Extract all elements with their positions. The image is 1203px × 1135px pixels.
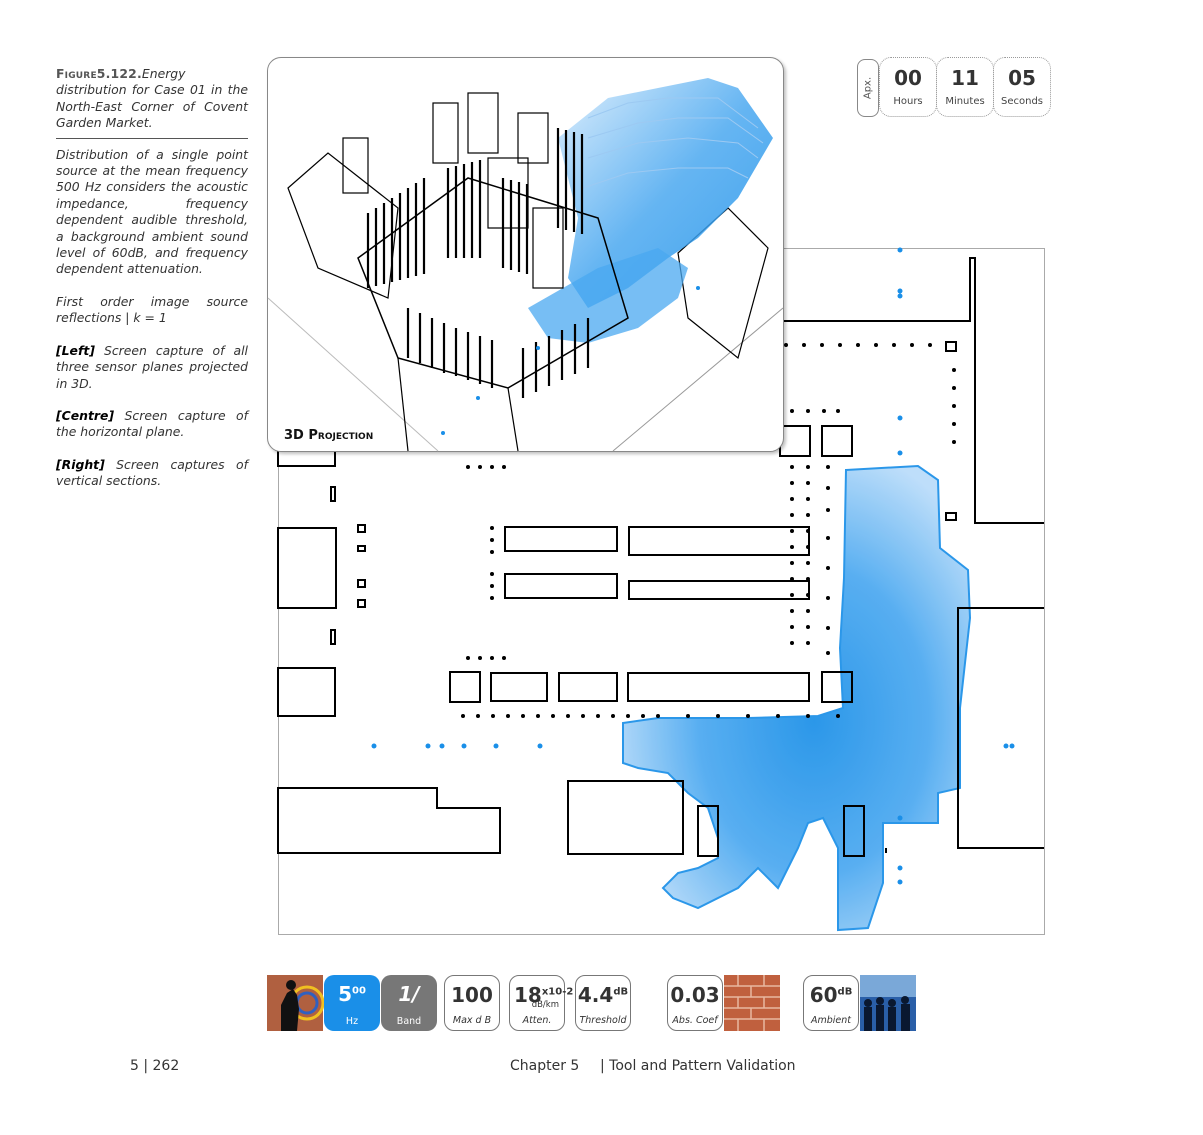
attenuation-value: 18 [514,983,542,1007]
frequency-unit: Hz [345,1016,359,1027]
hall-6 [558,672,618,702]
absorption-tile: 0.03 Abs. Coef [667,975,723,1031]
north-east-building [278,257,1044,524]
ambient-tile: 60dB Ambient [803,975,859,1031]
figure-caption-text: Energy distribution for Case 01 in the N… [56,66,248,131]
hours-unit: Hours [893,96,923,107]
figure-sidebar: Figure5.122.Energy distribution for Case… [56,66,248,506]
projection-inset: 3D Projection [267,57,784,452]
seconds-unit: Seconds [1000,96,1043,107]
threshold-unit: Threshold [579,1015,627,1026]
hall-corner-se [821,671,853,703]
brick-icon [724,975,780,1031]
attenuation-sub: dB/km [531,1000,559,1010]
max-db-unit: Max d B [452,1015,492,1026]
projection-label: 3D Projection [284,428,374,443]
hall-7 [627,672,810,702]
threshold-value: 4.4 [577,983,614,1007]
centre-text: Screen capture of the horizontal plane. [56,407,248,440]
minutes-unit: Minutes [945,96,985,107]
right-text: Screen captures of vertical sections. [56,456,248,489]
centre-note: [Centre] Screen capture of the horizonta… [56,408,248,441]
column-dots [461,343,956,718]
attenuation-sup: x10-2 [541,986,574,998]
absorption-value: 0.03 [670,983,720,1007]
ambient-value: 60 [809,983,838,1007]
threshold-tile: 4.4dB Threshold [575,975,631,1031]
approx-label: Apx. [857,59,879,117]
fence-bars [366,128,590,398]
small-markers [330,341,957,645]
crowd-image-tile [860,975,916,1031]
energy-contours [582,97,764,189]
frame-edge-2 [507,387,519,452]
west-box-2 [277,527,337,609]
max-db-value: 100 [451,983,493,1007]
south-centre-building [567,780,684,855]
source-image-tile [267,975,325,1031]
west-box-3 [277,667,336,717]
band-unit: Band [396,1016,422,1027]
ground-line-1 [267,297,439,452]
ambient-unit: Ambient [810,1015,851,1026]
attenuation-tile: 18x10-2 dB/km Atten. [509,975,573,1031]
hall-corner-sw [449,671,481,703]
hours-value: 00 [894,66,922,90]
description-paragraph: Distribution of a single point source at… [56,146,248,277]
seconds-value: 05 [1008,66,1036,90]
max-db-tile: 100 Max d B [444,975,500,1031]
projection-receiver-points [441,286,700,435]
receiver-points [371,247,1015,885]
band-tile: 1/ Band [381,975,437,1031]
figure-label: Figure5.122. [56,66,142,81]
ground-line-2 [612,307,784,452]
attenuation-unit: Atten. [522,1015,552,1026]
right-note: [Right] Screen captures of vertical sect… [56,457,248,490]
hall-2 [628,526,810,556]
hall-5 [490,672,548,702]
threshold-sup: dB [613,986,629,998]
energy-field [622,464,972,932]
frequency-value: 5 [338,982,352,1006]
projection-drawing [267,78,784,452]
left-note: [Left] Screen capture of all three senso… [56,343,248,392]
chapter-title: | Tool and Pattern Validation [600,1058,796,1074]
frequency-sup: 00 [352,985,366,997]
timer-minutes: 11 Minutes [936,57,994,117]
minutes-value: 11 [951,66,979,90]
left-tag: [Left] [56,342,95,358]
hall-1 [504,526,618,552]
page-number: 5 | 262 [130,1058,180,1074]
pillar-south-1 [697,805,719,857]
reflections-paragraph: First order image source reflections | k… [56,293,248,326]
timer-hours: 00 Hours [879,57,937,117]
east-building [957,607,1044,849]
hall-3 [504,573,618,599]
crowd-icon [860,975,916,1031]
brick-texture-tile [724,975,780,1031]
hall-corner-ne [821,425,853,457]
energy-plane-horizontal [528,248,688,343]
hall-4 [628,580,810,600]
chapter-label: Chapter 5 [510,1058,580,1074]
pillar-south-2 [843,805,865,857]
right-tag: [Right] [56,456,105,472]
speaker-person-icon [267,975,325,1031]
south-west-building [277,787,501,854]
towers [342,92,564,289]
centre-tag: [Centre] [56,407,115,423]
band-value: 1/ [398,982,420,1006]
energy-plane-vertical [558,78,773,308]
frequency-tile: 500 Hz [324,975,380,1031]
timer-seconds: 05 Seconds [993,57,1051,117]
ambient-sup: dB [837,986,853,998]
figure-caption: Figure5.122.Energy distribution for Case… [56,66,248,139]
absorption-unit: Abs. Coef [672,1015,718,1026]
left-text: Screen capture of all three sensor plane… [56,342,248,391]
frame-edge-1 [397,357,409,452]
